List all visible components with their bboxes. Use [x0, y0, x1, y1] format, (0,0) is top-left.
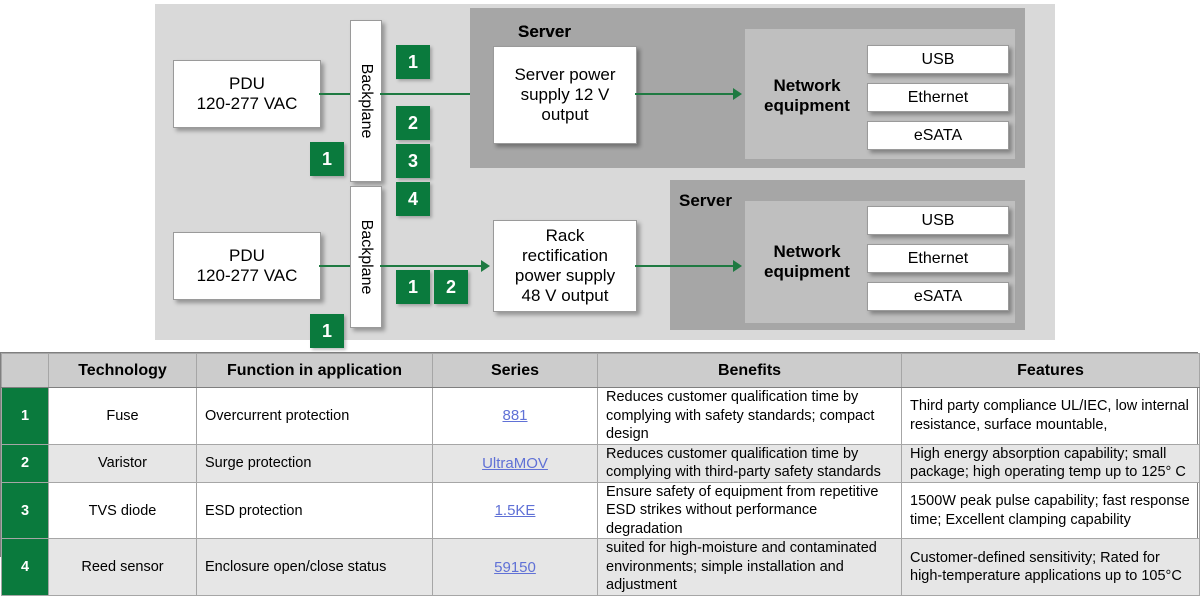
badge-stack-1: 1 — [396, 45, 430, 79]
table-row: 4 Reed sensor Enclosure open/close statu… — [1, 538, 1200, 596]
psu-top-line1-overlay: Server power — [514, 64, 616, 84]
wire-backplane-to-psu-bottom — [380, 265, 483, 267]
pdu-bottom-line2: 120-277 VAC — [196, 266, 298, 285]
cell-series: 1.5KE — [432, 481, 598, 540]
network-label-bottom-line2: equipment — [764, 262, 850, 282]
pdu-block-bottom: PDU 120-277 VAC — [173, 232, 321, 300]
row-number-badge: 2 — [1, 443, 49, 483]
header-benefits: Benefits — [597, 353, 902, 388]
wire-pdu-to-backplane-bottom — [319, 265, 364, 267]
wire-psu-to-network-bottom — [635, 265, 735, 267]
cell-features: High energy absorption capability; small… — [901, 443, 1200, 483]
psu-bottom-line2: rectification — [522, 245, 608, 265]
cell-features: 1500W peak pulse capability; fast respon… — [901, 481, 1200, 540]
series-link[interactable]: 881 — [502, 407, 528, 425]
table-row: 1 Fuse Overcurrent protection 881 Reduce… — [1, 387, 1200, 445]
row-number-badge: 1 — [1, 387, 49, 445]
network-equipment-label-top-overlay: Network equipment — [753, 76, 861, 116]
header-series: Series — [432, 353, 598, 388]
table-row: 2 Varistor Surge protection UltraMOV Red… — [1, 443, 1200, 483]
psu-bottom-line4: 48 V output — [521, 286, 609, 306]
port-ethernet-bottom: Ethernet — [867, 244, 1009, 273]
table-row: 3 TVS diode ESD protection 1.5KE Ensure … — [1, 481, 1200, 540]
legend-table-container: Technology Function in application Serie… — [0, 352, 1200, 596]
cell-function: Surge protection — [196, 443, 433, 483]
cell-technology: Fuse — [48, 387, 197, 445]
wire-pdu-to-backplane-top — [319, 93, 364, 95]
port-esata-bottom: eSATA — [867, 282, 1009, 311]
port-esata-top-overlay: eSATA — [867, 121, 1009, 150]
header-features: Features — [901, 353, 1200, 388]
badge-inline-2: 2 — [434, 270, 468, 304]
header-technology: Technology — [48, 353, 197, 388]
cell-technology: Reed sensor — [48, 538, 197, 596]
badge-pdu-top-1: 1 — [310, 142, 344, 176]
backplane-top: Backplane — [350, 20, 382, 182]
cell-function: ESD protection — [196, 481, 433, 540]
port-usb-top-overlay: USB — [867, 45, 1009, 74]
cell-function: Overcurrent protection — [196, 387, 433, 445]
network-label-top-line2-overlay: equipment — [764, 96, 850, 116]
cell-features: Customer-defined sensitivity; Rated for … — [901, 538, 1200, 596]
cell-technology: Varistor — [48, 443, 197, 483]
cell-benefits: Reduces customer qualification time by c… — [597, 443, 902, 483]
system-diagram: PDU 120-277 VAC Backplane 1 1 2 3 4 Serv… — [155, 4, 1055, 348]
psu-top-line3-overlay: output — [541, 105, 589, 125]
cell-function: Enclosure open/close status — [196, 538, 433, 596]
server-title-bottom: Server — [679, 191, 732, 210]
cell-technology: TVS diode — [48, 481, 197, 540]
badge-stack-3: 3 — [396, 144, 430, 178]
header-function: Function in application — [196, 353, 433, 388]
server-title-top: Server — [518, 22, 571, 41]
pdu-top-line2: 120-277 VAC — [196, 94, 298, 113]
arrowhead-network-bottom — [733, 260, 742, 272]
header-number — [1, 353, 49, 388]
badge-inline-1: 1 — [396, 270, 430, 304]
backplane-top-label: Backplane — [358, 63, 375, 139]
psu-bottom-line1: Rack — [545, 225, 585, 245]
cell-series: 881 — [432, 387, 598, 445]
badge-stack-4: 4 — [396, 182, 430, 216]
series-link[interactable]: UltraMOV — [482, 454, 548, 472]
arrowhead-psu-bottom — [481, 260, 490, 272]
row-number-badge: 4 — [1, 538, 49, 596]
cell-benefits: Reduces customer qualification time by c… — [597, 387, 902, 445]
arrowhead-network-top-overlay — [733, 88, 742, 100]
page-root: PDU 120-277 VAC Backplane 1 1 2 3 4 Serv… — [0, 4, 1200, 596]
badge-pdu-bottom-1: 1 — [310, 314, 344, 348]
port-ethernet-top-overlay: Ethernet — [867, 83, 1009, 112]
psu-bottom-line3: power supply — [514, 266, 616, 285]
server-power-supply-block-overlay: Server power supply 12 V output — [493, 46, 637, 144]
badge-stack-2: 2 — [396, 106, 430, 140]
series-link[interactable]: 59150 — [494, 558, 536, 576]
wire-psu-to-network-top-overlay — [635, 93, 735, 95]
network-label-top-line1-overlay: Network — [773, 76, 841, 95]
cell-benefits: Ensure safety of equipment from repetiti… — [597, 481, 902, 540]
row-number-badge: 3 — [1, 481, 49, 540]
wire-backplane-to-psu-top — [380, 93, 483, 95]
cell-features: Third party compliance UL/IEC, low inter… — [901, 387, 1200, 445]
port-usb-bottom: USB — [867, 206, 1009, 235]
pdu-block-top: PDU 120-277 VAC — [173, 60, 321, 128]
backplane-bottom: Backplane — [350, 186, 382, 328]
cell-benefits: suited for high-moisture and contaminate… — [597, 538, 902, 596]
pdu-top-line1: PDU — [229, 73, 265, 93]
rack-rectification-block: Rack rectification power supply 48 V out… — [493, 220, 637, 312]
table-header-row: Technology Function in application Serie… — [1, 353, 1200, 388]
psu-top-line2-overlay: supply 12 V — [520, 84, 610, 104]
pdu-bottom-line1: PDU — [229, 245, 265, 265]
cell-series: UltraMOV — [432, 443, 598, 483]
backplane-bottom-label: Backplane — [358, 219, 375, 295]
server-title-top-overlay: Server — [518, 22, 571, 41]
legend-table: Technology Function in application Serie… — [1, 353, 1200, 596]
series-link[interactable]: 1.5KE — [494, 502, 536, 520]
network-equipment-label-bottom: Network equipment — [753, 242, 861, 282]
network-label-bottom-line1: Network — [773, 242, 841, 261]
cell-series: 59150 — [432, 538, 598, 596]
